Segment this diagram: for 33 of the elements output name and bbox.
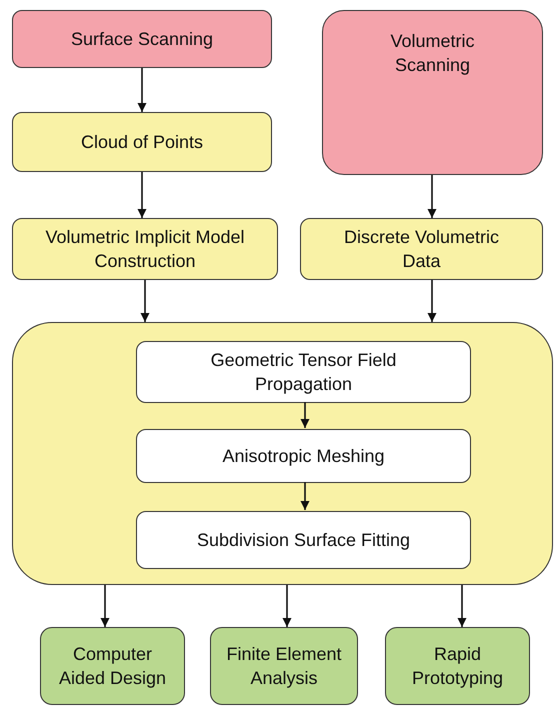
node-label: Rapid Prototyping [410, 643, 504, 690]
arrow [138, 68, 146, 112]
arrow [138, 172, 146, 218]
process-box [12, 218, 278, 280]
node-label: Finite Element Analysis [225, 643, 343, 690]
arrow [428, 175, 436, 218]
node-label: Computer Aided Design [58, 643, 168, 690]
node-label: Discrete Volumetric Data [342, 226, 500, 273]
arrow [300, 402, 310, 428]
container-box [12, 322, 553, 585]
process-box [385, 627, 530, 705]
node-label: Cloud of Points [80, 131, 204, 154]
arrow [100, 585, 110, 627]
process-box [322, 10, 543, 175]
process-box [12, 10, 272, 68]
node-label: Surface Scanning [70, 28, 214, 51]
node-label: Volumetric Scanning [389, 30, 476, 77]
arrow [458, 585, 466, 627]
process-box [136, 341, 471, 403]
arrow [428, 280, 436, 322]
process-box [136, 429, 471, 483]
arrow [300, 482, 310, 510]
node-label: Geometric Tensor Field Propagation [210, 349, 398, 396]
arrow [140, 280, 150, 322]
process-box [300, 218, 543, 280]
arrow [282, 585, 292, 627]
process-box [40, 627, 185, 705]
process-box [210, 627, 358, 705]
node-label: Anisotropic Meshing [222, 445, 385, 468]
process-box [136, 511, 471, 569]
process-box [12, 112, 272, 172]
node-label: Volumetric Implicit Model Construction [44, 226, 246, 273]
node-label: Subdivision Surface Fitting [196, 529, 410, 552]
